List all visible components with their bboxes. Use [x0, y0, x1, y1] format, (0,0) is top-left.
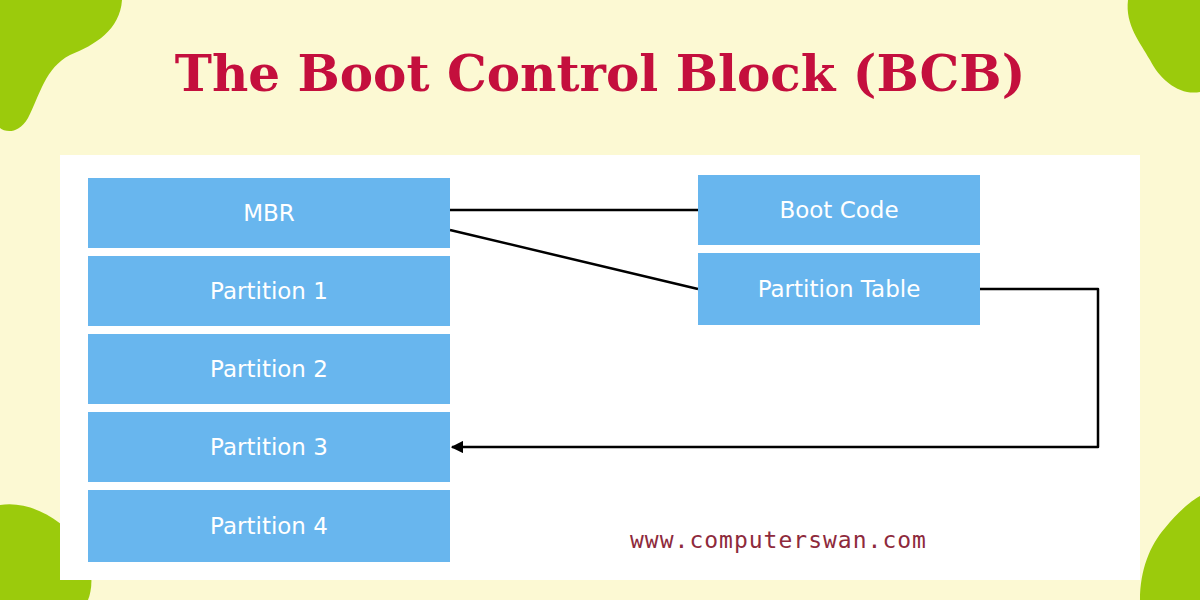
partition-box: Partition 1: [88, 256, 450, 326]
partition-box: Partition 3: [88, 412, 450, 482]
connector-line: [450, 230, 698, 289]
corner-blob: [1128, 0, 1200, 93]
corner-blob: [0, 0, 122, 131]
partition-box: MBR: [88, 178, 450, 248]
box-label: MBR: [243, 200, 295, 226]
box-label: Partition 1: [210, 278, 328, 304]
box-label: Partition Table: [758, 276, 921, 302]
box-label: Partition 2: [210, 356, 328, 382]
partition-box: Partition 4: [88, 490, 450, 562]
box-label: Partition 3: [210, 434, 328, 460]
title: The Boot Control Block (BCB): [0, 44, 1200, 103]
box-label: Partition 4: [210, 513, 328, 539]
watermark-text: www.computerswan.com: [630, 527, 927, 553]
box-label: Boot Code: [779, 197, 898, 223]
corner-blob: [1140, 496, 1200, 600]
watermark: www.computerswan.com: [630, 527, 927, 553]
partition-box: Partition 2: [88, 334, 450, 404]
diagram-panel: [60, 155, 1140, 580]
partition-box: Partition Table: [698, 253, 980, 325]
connector-line: [450, 209, 698, 212]
partition-box: Boot Code: [698, 175, 980, 245]
